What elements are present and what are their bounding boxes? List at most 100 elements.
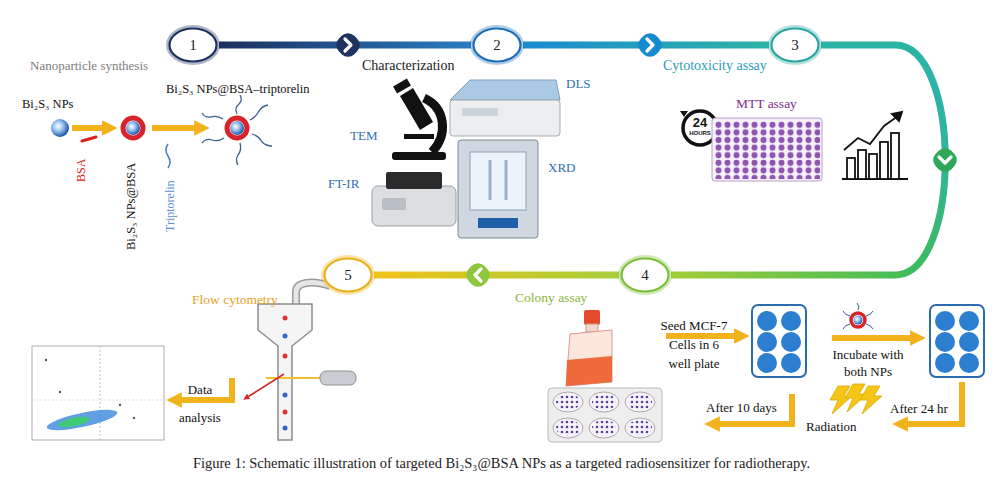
chevron-arrowhead [332, 29, 363, 60]
plate-well [935, 311, 955, 331]
process-arrow [72, 125, 108, 131]
chevron-arrowhead [634, 29, 665, 60]
plate-well [935, 353, 955, 373]
chart-bar [858, 150, 866, 179]
event-cloud [45, 406, 118, 435]
colonies [628, 394, 652, 410]
gate-line [100, 346, 101, 440]
chart-bar [891, 133, 899, 179]
step-heading: Characterization [362, 58, 455, 74]
cell [283, 316, 288, 321]
chevron-mark [939, 157, 951, 163]
chevron-badge [634, 29, 665, 60]
petri-dish [625, 392, 655, 412]
instrument-label: XRD [548, 160, 575, 176]
ftir-instrument [372, 172, 456, 226]
clock-arrow [680, 111, 688, 117]
flask-body [566, 330, 612, 386]
instrument-lid [450, 80, 560, 100]
bsa-molecule [82, 137, 96, 141]
clock-icon [680, 111, 717, 145]
step-heading: Flow cytometry [192, 292, 278, 308]
step-note: Radiation [806, 419, 857, 435]
microscope-eyepiece [393, 79, 411, 94]
six-well-plate [930, 305, 984, 377]
peptide-strands [202, 95, 272, 165]
microscope-tube [400, 88, 433, 130]
circle-halo [472, 27, 522, 63]
instrument-logo [478, 218, 518, 228]
circle-halo [620, 257, 670, 293]
scatter-plot [32, 346, 164, 440]
colony-plates [548, 388, 662, 442]
chevron-badge [929, 144, 960, 175]
assay-label: MTT assay [736, 96, 797, 112]
gate-line [32, 400, 164, 401]
targeted-nanoparticle [230, 121, 244, 135]
chart-bar [880, 142, 888, 179]
peptide-strand [236, 95, 241, 114]
peptide-strand [843, 324, 850, 329]
cell [283, 393, 288, 398]
six-well-plate [752, 305, 806, 377]
chevron-badge [462, 259, 493, 290]
chevron-mark [345, 39, 351, 51]
dls-instrument [450, 80, 560, 136]
instrument-body [372, 186, 456, 226]
instrument-body [458, 140, 538, 238]
radiation-bolts [830, 384, 882, 414]
petri-dish [589, 418, 619, 438]
step-note: After 24 hr [890, 401, 948, 417]
instrument-interior [490, 160, 506, 200]
step-number: 3 [769, 26, 821, 64]
xrd-instrument [458, 140, 538, 238]
instrument-top [386, 172, 442, 189]
step-circle: 1Nanoparticle synthesis [167, 26, 219, 64]
circle-halo [770, 27, 820, 63]
coated-nanoparticle [126, 121, 140, 135]
nozzle [258, 304, 312, 440]
nanoparticle-icon [843, 303, 873, 329]
flask-neck [586, 324, 598, 332]
step-heading: Colony assay [515, 290, 587, 306]
step-heading: Cytotoxicity assay [663, 58, 767, 74]
instrument-label: TEM [350, 128, 377, 144]
instrument-panel [462, 108, 498, 116]
microscope-icon [392, 79, 446, 160]
process-arrow [152, 125, 200, 131]
plate-well [935, 332, 955, 352]
peptide-strand [237, 143, 241, 165]
petri-dish [589, 392, 619, 412]
cell [283, 354, 288, 359]
peptide-strand [202, 138, 224, 143]
bsa-coating [227, 118, 247, 138]
peptide-strand [866, 311, 873, 316]
step-note: Seed MCF-7 Cells in 6 well plate [658, 316, 730, 373]
laser-beam [266, 377, 322, 379]
microscope-base [392, 152, 446, 160]
peptide-strand [866, 324, 873, 329]
microscope-stage [404, 134, 434, 139]
flask-cap [584, 310, 600, 325]
step-note: After 10 days [706, 400, 777, 416]
instrument-window [382, 198, 406, 210]
bar-chart-icon [842, 112, 908, 179]
particle-label: Bi₂S₃ NPs@BSA–triptorelin [166, 82, 310, 97]
step-number: 2 [471, 26, 523, 64]
chart-bar [869, 154, 877, 179]
step-number: 4 [619, 256, 671, 294]
plate-well [781, 311, 801, 331]
step-number: 5 [322, 256, 374, 294]
plate-frame [930, 305, 984, 377]
particle-label: Bi₂S₃ NPs [22, 97, 73, 112]
trend-arrowhead [892, 112, 902, 121]
cell [283, 334, 288, 339]
step-circle: 4Colony assay [619, 256, 671, 294]
instrument-label: DLS [566, 76, 591, 92]
plate-well [781, 332, 801, 352]
cell [283, 426, 288, 431]
clock-text: HOURS [686, 130, 714, 136]
colonies [556, 420, 580, 436]
